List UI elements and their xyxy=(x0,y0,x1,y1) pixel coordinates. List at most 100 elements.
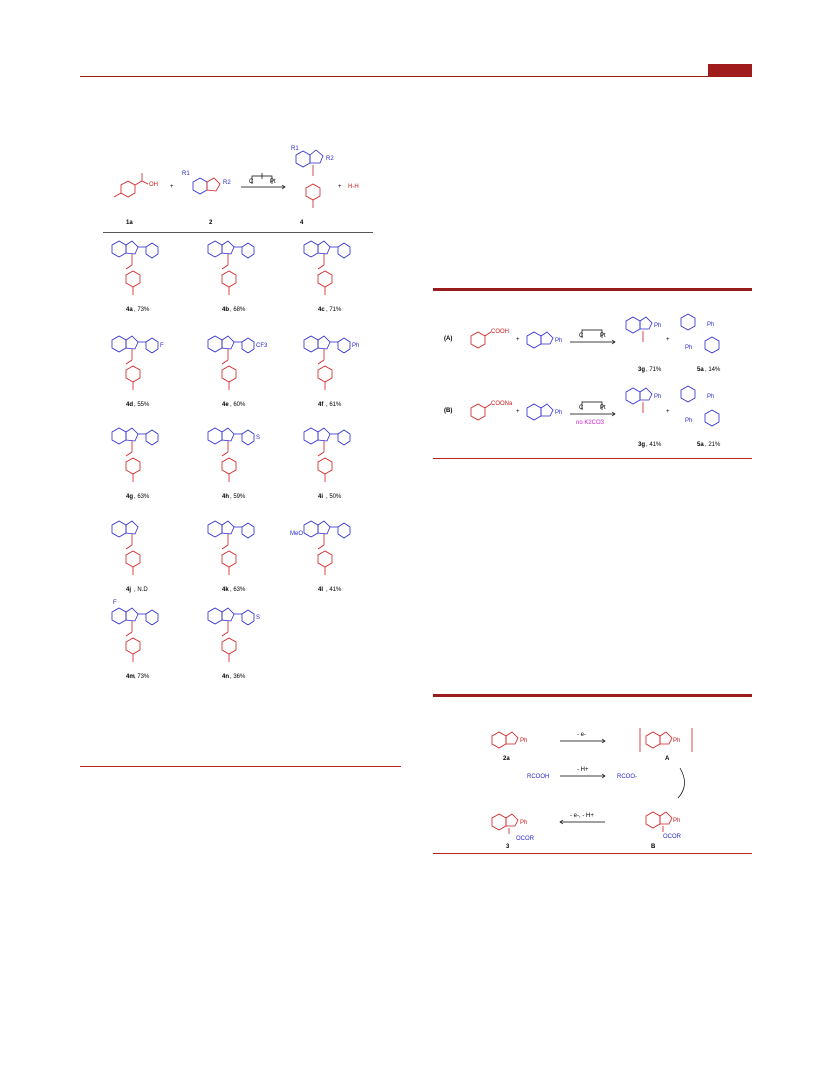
row-a-y1: , 71% xyxy=(646,367,662,373)
product-4j-structure xyxy=(111,520,141,575)
product-4n-yield: , 36% xyxy=(230,674,246,680)
product-4a-yield: , 73% xyxy=(134,307,150,313)
r2-label: R2 xyxy=(223,180,231,186)
row-a-pt: Pt xyxy=(600,333,606,339)
scheme3-bottom-rule xyxy=(433,853,752,854)
int-b-ph: Ph xyxy=(673,818,680,824)
product-4l-yield: , 41% xyxy=(326,587,342,593)
product-r1-label: R1 xyxy=(291,146,299,152)
product-4f-yield: , 61% xyxy=(326,402,342,408)
sm-label: 2a xyxy=(503,756,510,762)
row-b-p2: 5a xyxy=(697,442,704,448)
scheme1-divider xyxy=(103,232,373,233)
int-b-ocor: OCOR xyxy=(663,834,682,840)
product-4m-structure xyxy=(111,607,159,662)
product-4f-structure xyxy=(303,335,351,390)
int-a-ph: Ph xyxy=(673,738,680,744)
product-4n-substituent: S xyxy=(256,615,260,621)
header-rule xyxy=(80,76,752,77)
row-b-plus2: + xyxy=(666,409,670,415)
scheme2-top-bar xyxy=(433,288,752,291)
row-b-pt: Pt xyxy=(600,405,606,411)
electrode-pt-label: Pt xyxy=(270,179,276,185)
r1-label: R1 xyxy=(182,171,190,177)
oh-label: OH xyxy=(149,182,158,188)
product-4g-label: 4g xyxy=(126,494,133,500)
row-b-tag: (B) xyxy=(444,408,452,414)
product-4d-label: 4d xyxy=(126,402,133,408)
product-4c-structure xyxy=(303,240,351,295)
h2-label: H-H xyxy=(348,184,359,190)
product-4a-structure xyxy=(111,240,159,295)
step1-label: - e- xyxy=(577,732,586,738)
header-page-tab xyxy=(708,64,752,77)
row-b-y1: , 41% xyxy=(646,442,662,448)
product-4h-yield: , 59% xyxy=(230,494,246,500)
product-4l-substituent: MeO xyxy=(290,531,303,537)
product-4g-structure xyxy=(111,427,159,482)
row-a-y2: , 14% xyxy=(705,367,721,373)
product-4e-label: 4e xyxy=(222,402,229,408)
row-a-tag: (A) xyxy=(444,336,452,342)
row-b-c: C xyxy=(579,405,584,411)
product-4m-label: 4m xyxy=(126,674,135,680)
step3-label: - e-, - H+ xyxy=(570,813,594,819)
product-4l-structure xyxy=(303,520,351,575)
product-4d-substituent: F xyxy=(160,343,164,349)
product-4e-structure xyxy=(207,335,255,390)
product-4h-substituent: S xyxy=(256,435,260,441)
row-b-condition: no K2CO3 xyxy=(576,420,605,426)
electrode-c-label: C xyxy=(249,179,254,185)
product-4n-label: 4n xyxy=(222,674,229,680)
row-a-plus: + xyxy=(516,337,520,343)
row-a-dimer-ph1: Ph xyxy=(707,322,714,328)
product-4i-structure xyxy=(303,427,351,482)
product-4n-structure xyxy=(207,607,255,662)
row-a-prod-ph: Ph xyxy=(654,323,661,329)
row-b-prod-ph: Ph xyxy=(654,394,661,400)
product-4e-yield: , 60% xyxy=(230,402,246,408)
product-4i-label: 4i xyxy=(318,494,323,500)
product-4i-yield: , 50% xyxy=(326,494,342,500)
product-4-structure xyxy=(295,149,324,208)
product-4h-structure xyxy=(207,427,255,482)
prod-label: 3 xyxy=(506,844,510,850)
row-b-y2: , 21% xyxy=(705,442,721,448)
product-4m-substituent: F xyxy=(113,600,117,606)
product-4d-structure xyxy=(111,335,159,390)
int-b-label: B xyxy=(651,844,656,850)
left-footer-rule xyxy=(80,766,401,767)
label-4: 4 xyxy=(300,220,304,226)
product-4k-label: 4k xyxy=(222,587,229,593)
product-r2-label: R2 xyxy=(326,156,334,162)
product-4f-substituent: Ph xyxy=(352,343,359,349)
prod-ocor: OCOR xyxy=(516,836,535,842)
row-a-plus2: + xyxy=(666,337,670,343)
row-a-p2: 5a xyxy=(697,367,704,373)
electrolysis-arrow xyxy=(241,173,286,190)
sm-ph: Ph xyxy=(520,738,527,744)
product-4k-structure xyxy=(207,520,255,575)
prod-ph: Ph xyxy=(520,820,527,826)
row-a-p1: 3g xyxy=(638,367,645,373)
row-a-c: C xyxy=(579,333,584,339)
plus-sign-2: + xyxy=(338,184,342,190)
product-4j-yield: , N.D xyxy=(134,587,148,593)
label-2: 2 xyxy=(209,220,213,226)
product-4b-label: 4b xyxy=(222,307,229,313)
product-4e-substituent: CF3 xyxy=(256,343,268,349)
product-4g-yield: , 63% xyxy=(134,494,150,500)
product-4f-label: 4f xyxy=(318,402,324,408)
step2-label: - H+ xyxy=(577,767,589,773)
product-4c-label: 4c xyxy=(318,307,325,313)
scheme2-bottom-rule xyxy=(433,458,752,459)
product-4k-yield: , 63% xyxy=(230,587,246,593)
row-b-plus: + xyxy=(516,409,520,415)
anion-label: RCOO- xyxy=(617,774,637,780)
reactant-2-structure xyxy=(192,177,221,195)
row-b-p1: 3g xyxy=(638,442,645,448)
scheme3-top-bar xyxy=(433,694,752,697)
